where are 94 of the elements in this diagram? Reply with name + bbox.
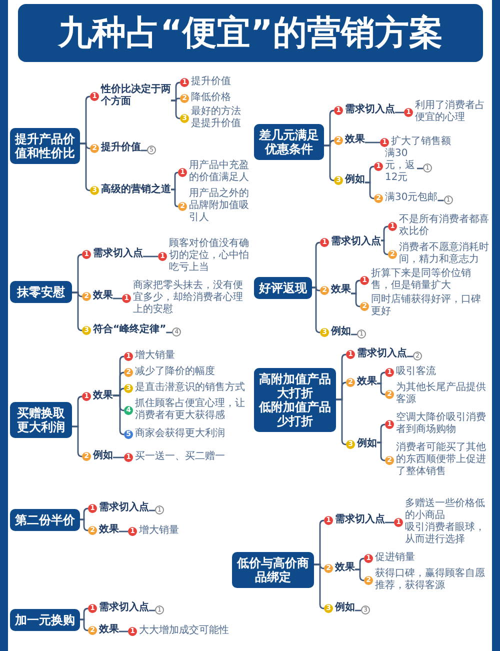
topic-title: 第二份半价	[14, 513, 76, 527]
leaf-text: 吸引消费者眼球，从而进行选择	[405, 522, 486, 546]
leaf-text: 多赠送一些价格低的小商品	[405, 498, 486, 522]
branch-text: 例如	[345, 174, 365, 186]
branch-text: 提升价值	[101, 142, 141, 154]
leaf-text: 大大增加成交可能性	[139, 625, 229, 637]
branch-text: 例如	[335, 602, 355, 614]
branch-line	[80, 518, 89, 532]
leaf-text: 为其他长尾产品提供客源	[396, 382, 486, 406]
main-topic-box	[254, 277, 312, 299]
main-topic-box	[10, 509, 80, 531]
leaf-text: 增大销量	[135, 350, 175, 362]
main-topic-box	[10, 402, 72, 438]
leaf-text: 满30元包邮	[385, 192, 438, 204]
branch-text: 需求切入点	[99, 502, 149, 514]
branch-line	[377, 442, 386, 462]
branch-text: 需求切入点	[331, 236, 381, 248]
topic-title: 加一元换购	[14, 613, 76, 627]
branch-line	[336, 398, 347, 446]
branch-text: 需求切入点	[99, 602, 149, 614]
branch-text: 效果	[93, 290, 113, 302]
branch-text: 性价比决定于两个方面	[101, 84, 171, 108]
branch-line	[72, 426, 83, 458]
branch-line	[314, 564, 325, 610]
branch-text: 例如	[93, 450, 113, 462]
main-topic-box	[10, 609, 80, 631]
leaf-text: 折算下来是同等价位销售，但是销量扩大	[371, 268, 472, 292]
leaf-text: 商家会获得更大利润	[135, 428, 225, 440]
branch-text: 需求切入点	[93, 248, 143, 260]
leaf-text: 提升价值	[191, 76, 231, 88]
branch-text: 效果	[331, 284, 351, 296]
leaf-text: 降低价格	[191, 92, 231, 104]
topic-title: 低价与高价商品绑定	[236, 556, 310, 584]
branch-text: 效果	[357, 376, 377, 388]
topic-title: 高附加值产品大打折	[258, 372, 332, 400]
leaf-text: 不是所有消费者都喜欢比价	[399, 214, 489, 238]
branch-text: 效果	[99, 624, 119, 636]
leaf-text: 空调大降价吸引消费者到商场购物	[396, 412, 486, 436]
leaf-text: 是直击潜意识的销售方式	[135, 382, 245, 394]
branch-line	[355, 568, 365, 582]
branch-text: 效果	[93, 390, 113, 402]
leaf-text: 增大销量	[139, 525, 179, 537]
title: 九种占“便宜”的营销方案	[58, 13, 443, 53]
branch-line	[80, 618, 89, 632]
branch-text: 需求切入点	[345, 104, 395, 116]
main-topic-box	[254, 368, 336, 432]
main-topic-box	[10, 281, 72, 303]
branch-line	[72, 292, 83, 332]
branch-text: 符合“峰终定律”	[93, 324, 166, 336]
leaf-text: 扩大了销售额	[391, 136, 451, 148]
branch-line	[113, 394, 125, 436]
branch-line	[381, 240, 389, 256]
leaf-text: 消费者不愿意消耗时间，精力和意志力	[399, 242, 489, 266]
branch-line	[365, 182, 375, 200]
branch-line	[381, 226, 389, 242]
branch-line	[377, 382, 386, 396]
topic-title: 好评返现	[258, 281, 308, 295]
leaf-text: 消费者可能买了其他的东西顺便带上促进了整体销售	[396, 442, 486, 478]
topic-title: 差几元满足优惠条件	[258, 128, 320, 156]
leaf-text: 同时店铺获得好评，口碑更好	[371, 294, 482, 318]
branch-text: 效果	[335, 562, 355, 574]
branch-text: 需求切入点	[357, 348, 407, 360]
branch-line	[312, 286, 321, 334]
leaf-text: 用产品中充盈的价值满足人	[189, 160, 249, 184]
branch-text: 高级的营销之道	[101, 184, 171, 196]
leaf-text: 最好的方法是提升价值	[191, 106, 241, 130]
leaf-text: 利用了消费者占便宜的心理	[415, 100, 486, 124]
branch-line	[365, 142, 380, 144]
leaf-text: 获得口碑，赢得顾客自愿推荐，获得客源	[375, 568, 486, 592]
branch-text: 例如	[357, 438, 377, 450]
leaf-text: 满30元，返12元	[385, 148, 416, 184]
leaf-text: 商家把零头抹去，没有便宜多少，却给消费者心理上的安慰	[133, 280, 244, 316]
branch-text: 例如	[331, 326, 351, 338]
leaf-text: 吸引客流	[396, 366, 436, 378]
leaf-text: 用产品之外的品牌附加值吸引人	[189, 188, 249, 224]
topic-title: 提升产品价值和性价比	[14, 132, 76, 160]
branch-text: 效果	[99, 524, 119, 536]
branch-line	[143, 256, 158, 258]
branch-line	[113, 456, 124, 458]
branch-text: 效果	[345, 134, 365, 146]
topic-title: 买赠换取更大利润	[16, 406, 66, 434]
leaf-text: 促进销量	[375, 552, 415, 564]
leaf-text: 买一送一、买二赠一	[135, 451, 225, 463]
branch-line	[171, 188, 179, 208]
branch-line	[171, 100, 181, 120]
branch-line	[351, 292, 361, 308]
leaf-text: 减少了降价的幅度	[135, 366, 215, 378]
leaf-text: 抓住顾客占便宜心理，让消费者有更大获得感	[135, 398, 246, 422]
branch-line	[324, 144, 335, 182]
branch-line	[80, 142, 91, 192]
branch-text: 需求切入点	[335, 514, 385, 526]
topic-title: 低附加值产品少打折	[258, 400, 332, 428]
leaf-text: 顾客对价值没有确切的定位，心中怕吃亏上当	[169, 238, 249, 274]
topic-title: 抹零安慰	[16, 285, 66, 299]
